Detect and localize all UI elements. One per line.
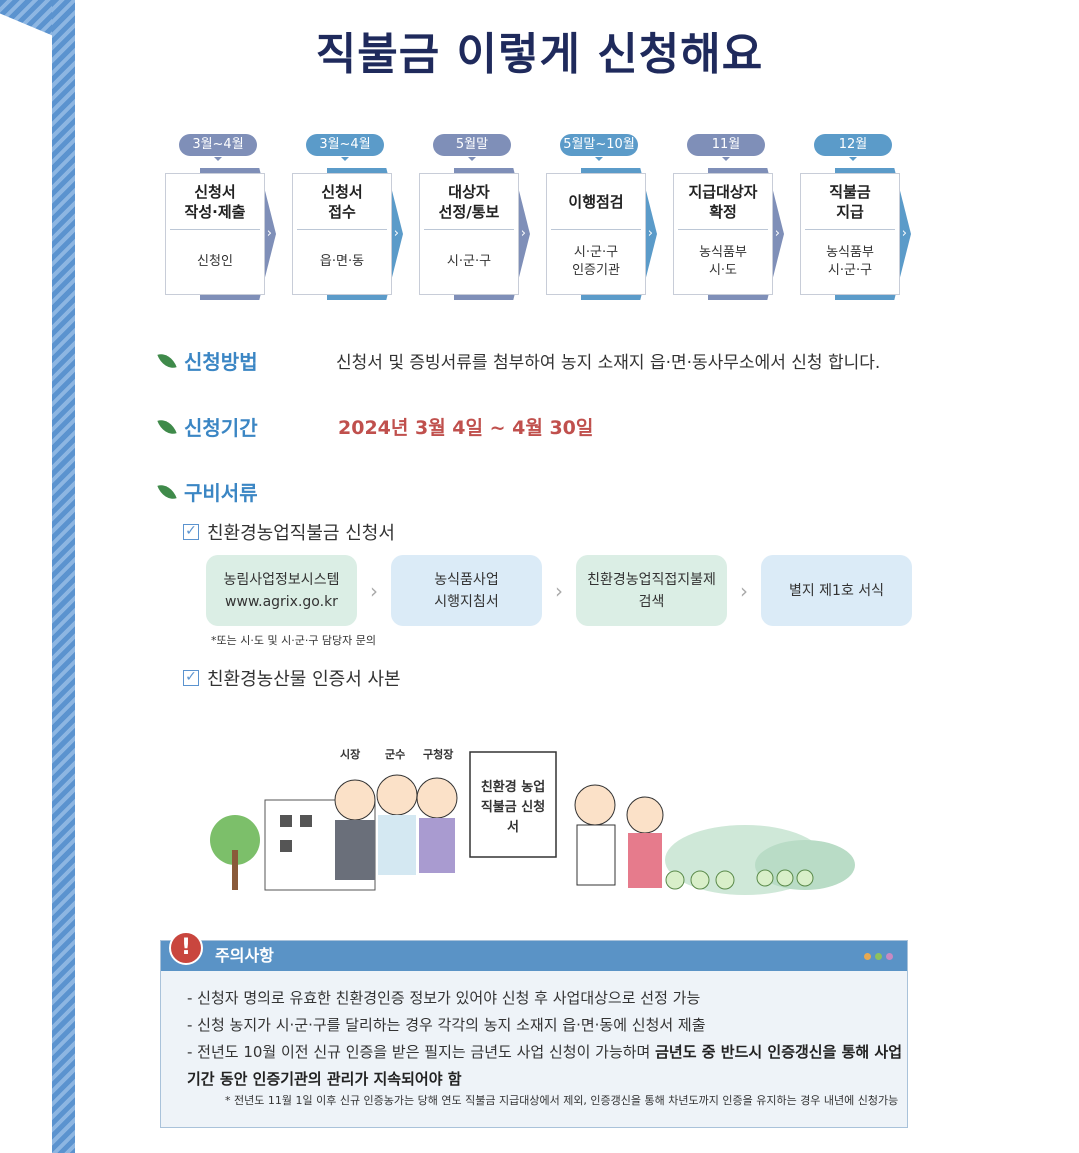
step-actor: 읍·면·동	[319, 254, 365, 269]
docs-note: *또는 시·도 및 시·군·구 담당자 문의	[211, 634, 377, 647]
illustration: 시장 군수 구청장 친환경 농업직불금 신청서	[185, 690, 865, 920]
chevron-right-icon: ›	[370, 578, 378, 603]
flow-label: 농림사업정보시스템 www.agrix.go.kr	[223, 571, 340, 610]
leaf-icon	[157, 480, 177, 503]
leaf-icon	[157, 349, 177, 372]
step-actor: 신청인	[197, 254, 233, 269]
chevron-right-icon: ›	[647, 226, 653, 241]
label-district-head: 구청장	[423, 748, 454, 761]
docs-label: 구비서류	[184, 481, 258, 505]
checkbox-icon: ✓	[183, 670, 199, 686]
caution-text: - 전년도 10월 이전 신규 인증을 받은 필지는 금년도 사업 신청이 가능…	[187, 1043, 656, 1061]
doc-item-label: 친환경농업직불금 신청서	[207, 523, 395, 544]
flow-step: 별지 제1호 서식	[761, 555, 912, 626]
period-row: 신청기간 2024년 3월 4일 ~ 4월 30일	[157, 412, 594, 441]
caution-title: 주의사항	[215, 946, 274, 965]
method-label: 신청방법	[184, 350, 258, 374]
period-text: 2024년 3월 4일 ~ 4월 30일	[338, 417, 594, 439]
doc-flow: 농림사업정보시스템 www.agrix.go.kr › 농식품사업 시행지침서 …	[206, 555, 912, 626]
doc-item-2: ✓ 친환경농산물 인증서 사본	[183, 665, 401, 691]
chevron-right-icon: ›	[266, 226, 272, 241]
chevron-right-icon: ›	[901, 226, 907, 241]
checkbox-icon: ✓	[183, 524, 199, 540]
caution-item: - 신청자 명의로 유효한 친환경인증 정보가 있어야 신청 후 사업대상으로 …	[187, 989, 701, 1007]
dots-icon	[864, 953, 893, 960]
caution-footnote: * 전년도 11월 1일 이후 신규 인증농가는 당해 연도 직불금 지급대상에…	[225, 1094, 899, 1107]
doc-item-label: 친환경농산물 인증서 사본	[207, 669, 401, 690]
period-label: 신청기간	[184, 416, 258, 440]
docs-row: 구비서류	[157, 477, 338, 506]
caution-item: - 전년도 10월 이전 신규 인증을 받은 필지는 금년도 사업 신청이 가능…	[187, 1039, 907, 1093]
chevron-right-icon: ›	[555, 578, 563, 603]
chevron-right-icon: ›	[740, 578, 748, 603]
method-text: 신청서 및 증빙서류를 첨부하여 농지 소재지 읍·면·동사무소에서 신청 합니…	[336, 353, 881, 373]
chevron-right-icon: ›	[520, 226, 526, 241]
label-mayor: 시장	[340, 748, 361, 761]
flow-step: 농식품사업 시행지침서	[391, 555, 542, 626]
step-actor: 시·군·구	[446, 254, 492, 269]
step-title: 이행점검	[551, 174, 641, 230]
exclamation-icon: !	[169, 931, 203, 965]
decor-stripe	[52, 0, 75, 1153]
step-period: 5월말	[433, 134, 511, 161]
leaf-icon	[157, 415, 177, 438]
chevron-right-icon: ›	[774, 226, 780, 241]
doc-item-1: ✓ 친환경농업직불금 신청서	[183, 519, 395, 545]
page-title: 직불금 이렇게 신청해요	[315, 29, 764, 80]
sign-text: 친환경 농업직불금 신청서	[480, 780, 546, 835]
flow-step: 농림사업정보시스템 www.agrix.go.kr	[206, 555, 357, 626]
caution-item: - 신청 농지가 시·군·구를 달리하는 경우 각각의 농지 소재지 읍·면·동…	[187, 1016, 706, 1034]
flow-label: 농식품사업 시행지침서	[434, 571, 499, 610]
step-period: 11월	[687, 134, 765, 161]
step-period: 3월~4월	[306, 134, 384, 161]
chevron-right-icon: ›	[393, 226, 399, 241]
step-period: 5월말~10월	[560, 134, 638, 161]
flow-label: 친환경농업직접지불제 검색	[587, 571, 716, 610]
step-period: 3월~4월	[179, 134, 257, 161]
method-row: 신청방법 신청서 및 증빙서류를 첨부하여 농지 소재지 읍·면·동사무소에서 …	[157, 346, 881, 375]
flow-label: 별지 제1호 서식	[788, 582, 885, 599]
flow-step: 친환경농업직접지불제 검색	[576, 555, 727, 626]
caution-header: ! 주의사항	[161, 931, 907, 971]
label-county-head: 군수	[385, 748, 406, 761]
caution-box: ! 주의사항 - 신청자 명의로 유효한 친환경인증 정보가 있어야 신청 후 …	[160, 931, 908, 1128]
step-period: 12월	[814, 134, 892, 161]
caution-bold: 금년도 중 반드시 인증갱신을 통해 사업기간 동안 인증기관의 관리가 지속되…	[187, 1043, 903, 1088]
